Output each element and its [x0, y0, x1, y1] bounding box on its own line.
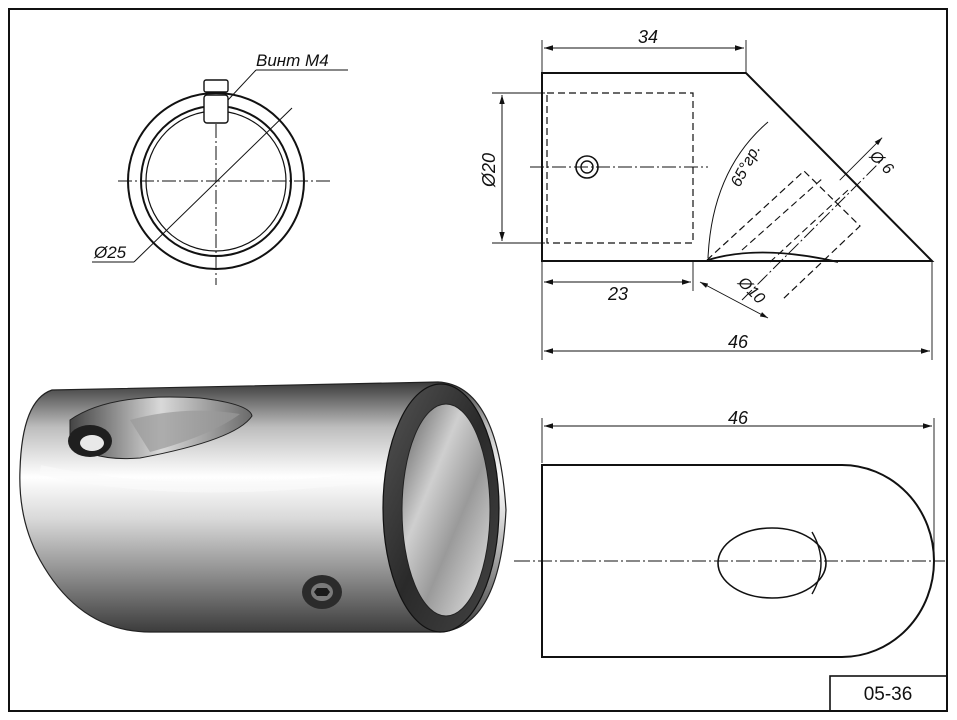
dim-46-bottom-label: 46	[728, 332, 749, 352]
screw-hole-inner	[580, 160, 594, 174]
dim-10-line	[699, 281, 769, 319]
angle-arc	[707, 121, 769, 259]
dim-6-label: Ø 6	[865, 147, 896, 178]
dim-top-46-label: 46	[728, 408, 749, 428]
screw-head	[203, 79, 229, 93]
top-hole	[717, 527, 827, 599]
angled-hole-hidden	[706, 170, 861, 301]
screw-body	[203, 94, 229, 124]
outer-circle	[127, 92, 305, 270]
title-block	[829, 675, 948, 712]
angled-hole-core	[741, 177, 849, 263]
diameter-label: Ø25	[93, 243, 127, 262]
bore-hidden	[546, 92, 694, 244]
screw-leader	[227, 69, 257, 101]
angled-hole-axis	[741, 161, 881, 301]
sheet-border	[8, 8, 948, 712]
render-3d	[19, 381, 507, 633]
dim-23-label: 23	[607, 284, 628, 304]
side-view	[492, 40, 935, 360]
intersection-curve	[707, 251, 839, 263]
render-bore	[401, 403, 491, 617]
side-outline	[541, 72, 935, 262]
top-view	[516, 418, 945, 658]
front-view	[92, 69, 348, 285]
dim-20-label: Ø20	[479, 153, 499, 188]
screw-label: Винт М4	[256, 51, 329, 70]
screw-hole-outer	[575, 155, 599, 179]
dim-34-label: 34	[638, 27, 658, 47]
render-screw-socket-icon	[314, 588, 330, 596]
drawing-code: 05-36	[864, 684, 913, 705]
render-highlight	[38, 465, 421, 493]
render-slot-shadow	[130, 410, 240, 452]
diameter-leader	[133, 107, 293, 263]
render-slot-hole-lit	[80, 435, 104, 451]
dim-6-line	[839, 137, 883, 181]
top-hole-inner	[811, 531, 822, 595]
